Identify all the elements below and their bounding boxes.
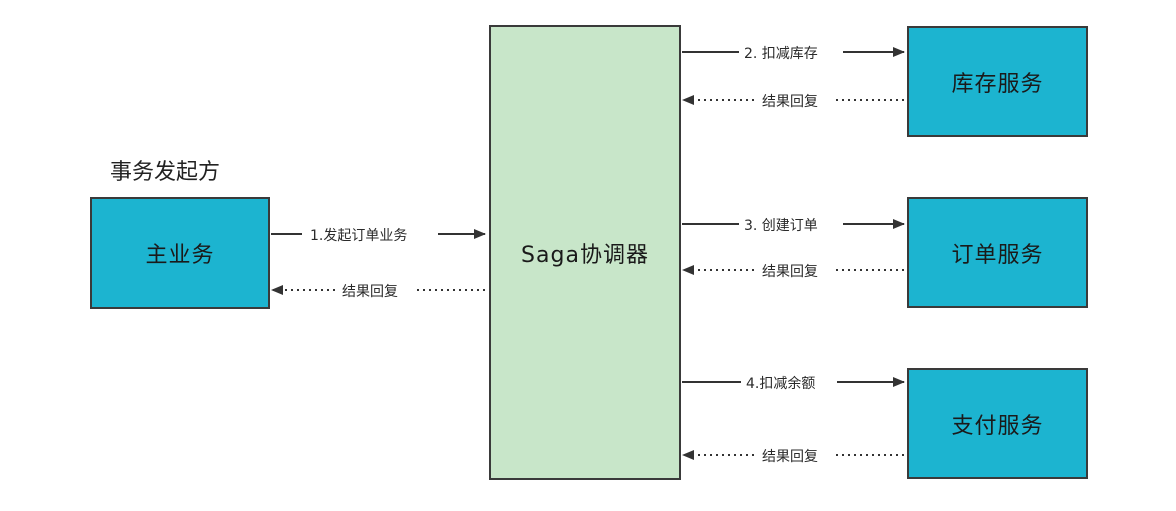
initiator-caption: 事务发起方: [110, 160, 221, 185]
main-request-label: 1.发起订单业务: [310, 228, 407, 244]
order-service-label: 订单服务: [951, 242, 1044, 268]
inventory-request-label: 2. 扣减库存: [744, 46, 818, 62]
payment-service-label: 支付服务: [951, 413, 1044, 439]
payment-request-label: 4.扣减余额: [746, 375, 815, 392]
inventory-reply-label: 结果回复: [762, 93, 818, 110]
main-reply-label: 结果回复: [342, 283, 398, 300]
saga-coordinator-label: Saga协调器: [521, 242, 649, 268]
order-request-label: 3. 创建订单: [744, 218, 818, 234]
saga-coordinator-box: Saga协调器: [489, 25, 681, 480]
main-business-label: 主业务: [145, 243, 215, 268]
order-service-box: 订单服务: [907, 197, 1088, 308]
order-reply-label: 结果回复: [762, 263, 818, 280]
payment-service-box: 支付服务: [907, 368, 1088, 479]
inventory-service-box: 库存服务: [907, 26, 1088, 137]
payment-reply-label: 结果回复: [762, 448, 818, 465]
main-business-box: 主业务: [90, 197, 270, 309]
inventory-service-label: 库存服务: [951, 71, 1044, 97]
